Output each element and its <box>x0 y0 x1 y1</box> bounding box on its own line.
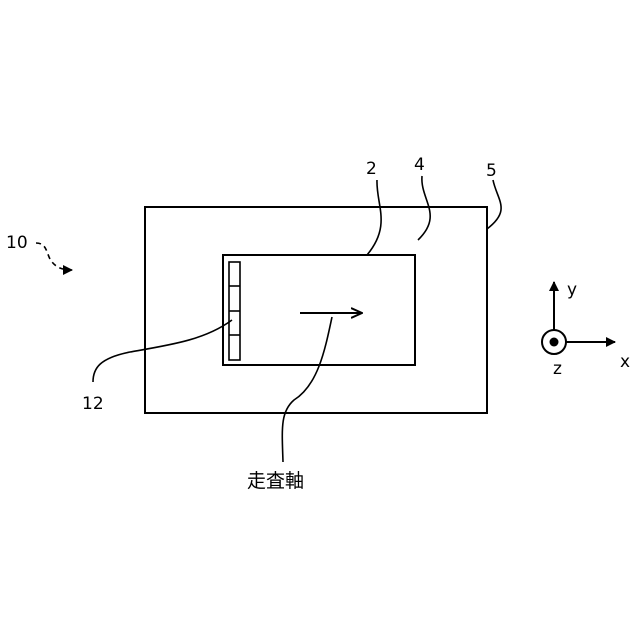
leader-line-12 <box>93 320 232 382</box>
label-outer-frame: 5 <box>486 161 497 181</box>
label-scan-axis: 走査軸 <box>247 470 304 492</box>
label-inner-element: 2 <box>366 159 377 179</box>
z-axis-dot-icon <box>550 338 559 347</box>
label-device: 10 <box>6 233 28 253</box>
label-sensor-array: 12 <box>82 394 104 414</box>
label-z-axis: z <box>553 359 562 379</box>
coordinate-axes: y x z <box>542 280 630 379</box>
leader-line-scan-axis <box>282 317 332 462</box>
leader-line-2 <box>367 180 381 255</box>
inner-element <box>223 255 415 365</box>
leader-line-10 <box>36 243 72 270</box>
sensor-array <box>229 262 240 360</box>
label-x-axis: x <box>620 352 630 372</box>
leader-line-5 <box>487 180 501 229</box>
label-y-axis: y <box>567 280 577 300</box>
outer-frame <box>145 207 487 413</box>
label-region: 4 <box>414 155 425 175</box>
leader-arrowhead-10 <box>63 265 73 275</box>
